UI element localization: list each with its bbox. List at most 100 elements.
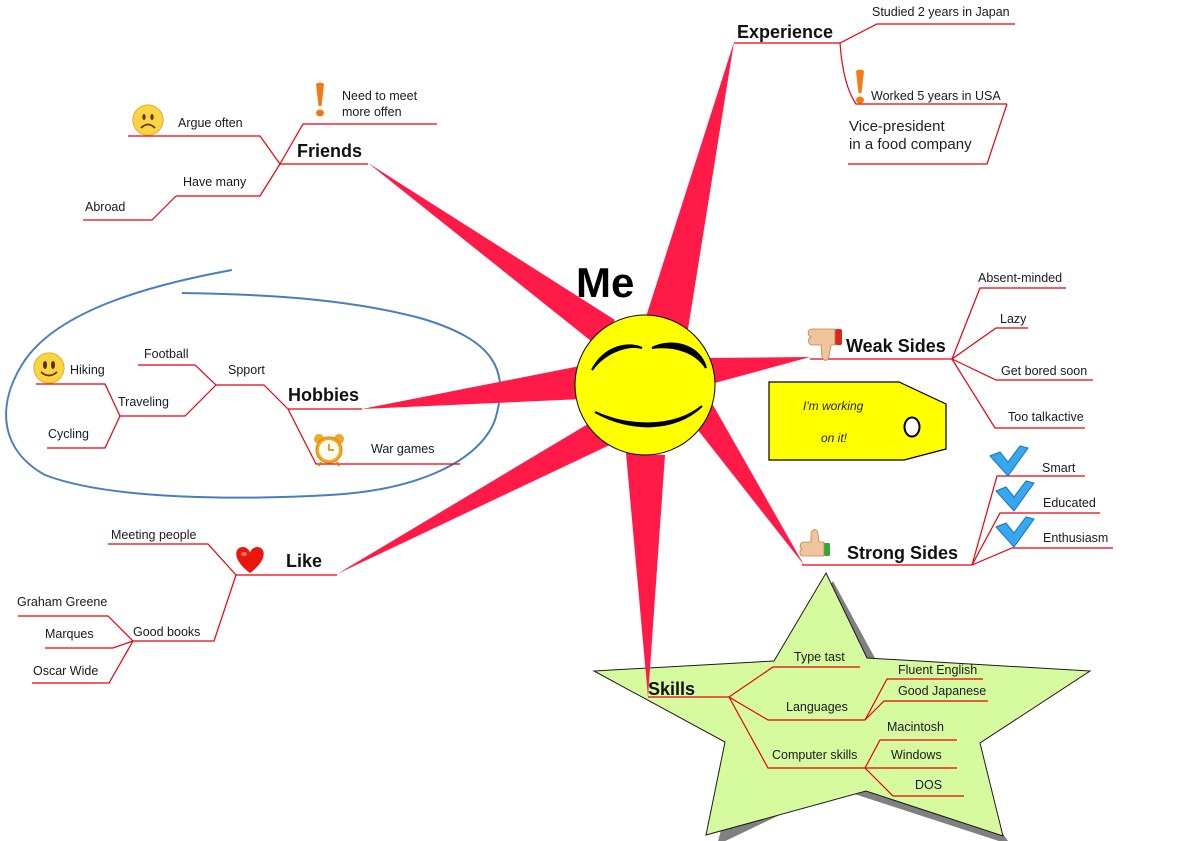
topic-friends[interactable]: Friends bbox=[297, 141, 363, 161]
node-traveling[interactable]: Traveling bbox=[118, 395, 169, 409]
spoke-friends bbox=[368, 163, 615, 345]
node-football[interactable]: Football bbox=[144, 347, 189, 361]
spokes bbox=[337, 42, 810, 697]
connector-cycling bbox=[47, 415, 121, 449]
node-marques[interactable]: Marques bbox=[45, 627, 94, 641]
node-hiking[interactable]: Hiking bbox=[70, 363, 105, 377]
topic-skills[interactable]: Skills bbox=[648, 679, 696, 699]
node-studied-japan[interactable]: Studied 2 years in Japan bbox=[872, 5, 1010, 19]
node-oscar-wide[interactable]: Oscar Wide bbox=[33, 664, 99, 678]
node-macintosh[interactable]: Macintosh bbox=[887, 720, 944, 734]
spoke-weak-sides bbox=[706, 357, 810, 384]
connector-get-bored bbox=[951, 358, 1093, 381]
alarm-clock-icon bbox=[314, 434, 344, 467]
thumbs-down-icon bbox=[807, 328, 842, 361]
connector-macintosh bbox=[864, 739, 957, 769]
connector-football bbox=[138, 364, 217, 386]
tag-note-line1: I'm working bbox=[803, 399, 864, 413]
tag-note bbox=[768, 381, 947, 461]
connector-good-books bbox=[133, 574, 237, 642]
happy-face-icon bbox=[33, 352, 65, 384]
node-need-to-meet[interactable]: Need to meet more offen bbox=[342, 89, 418, 119]
node-fluent-english[interactable]: Fluent English bbox=[898, 663, 978, 677]
connector-graham-greene bbox=[18, 615, 134, 642]
tag-hole bbox=[903, 416, 921, 438]
topic-strong-sides[interactable]: Strong Sides bbox=[847, 543, 959, 563]
connector-war-games bbox=[287, 408, 460, 465]
connector-studied-japan bbox=[839, 23, 1015, 44]
node-vice-president[interactable]: Vice-president in a food company bbox=[849, 118, 972, 153]
topic-like[interactable]: Like bbox=[286, 551, 323, 571]
connector-good-japanese bbox=[864, 700, 988, 721]
connector-languages bbox=[728, 696, 865, 721]
connector-hiking bbox=[36, 383, 121, 417]
node-spport[interactable]: Spport bbox=[228, 363, 265, 377]
connector-fluent-english bbox=[864, 678, 983, 721]
exclamation-icon bbox=[316, 82, 324, 117]
node-get-bored-soon[interactable]: Get bored soon bbox=[1001, 364, 1088, 378]
node-abroad[interactable]: Abroad bbox=[85, 200, 126, 214]
connector-vice-president bbox=[848, 103, 1008, 165]
checkmark-icon bbox=[995, 516, 1035, 548]
node-smart[interactable]: Smart bbox=[1042, 461, 1076, 475]
connector-educated bbox=[971, 512, 1100, 566]
node-meeting-people[interactable]: Meeting people bbox=[111, 528, 197, 542]
topic-weak-sides[interactable]: Weak Sides bbox=[846, 336, 946, 356]
node-computer-skills[interactable]: Computer skills bbox=[772, 748, 858, 762]
spoke-skills bbox=[626, 453, 665, 697]
node-good-books[interactable]: Good books bbox=[133, 625, 201, 639]
exclamation-icon bbox=[856, 69, 864, 104]
connector-have-many bbox=[176, 163, 281, 197]
skills-star-boundary bbox=[592, 571, 1092, 841]
star-shape bbox=[592, 571, 1092, 837]
connector-lazy bbox=[951, 327, 1028, 360]
connector-spport bbox=[216, 384, 289, 410]
node-have-many[interactable]: Have many bbox=[183, 175, 247, 189]
connector-need-meet bbox=[279, 123, 437, 165]
node-enthusiasm[interactable]: Enthusiasm bbox=[1043, 531, 1109, 545]
spoke-strong-sides bbox=[690, 405, 804, 565]
connector-worked-usa bbox=[839, 42, 1007, 105]
node-war-games[interactable]: War games bbox=[371, 442, 435, 456]
connector-too-talkactive bbox=[951, 358, 1085, 429]
node-too-talkactive[interactable]: Too talkactive bbox=[1008, 410, 1084, 424]
tag-note-line2: on it! bbox=[821, 431, 848, 445]
connector-smart bbox=[971, 475, 1085, 566]
node-windows[interactable]: Windows bbox=[891, 748, 942, 762]
node-lazy[interactable]: Lazy bbox=[1000, 312, 1027, 326]
connector-dos bbox=[864, 767, 964, 797]
connector-traveling bbox=[120, 384, 217, 417]
connector-absent-minded bbox=[951, 287, 1066, 360]
topic-experience[interactable]: Experience bbox=[737, 22, 834, 42]
spoke-like bbox=[337, 418, 614, 574]
node-educated[interactable]: Educated bbox=[1043, 496, 1096, 510]
hobbies-boundary bbox=[5, 269, 502, 499]
node-worked-usa[interactable]: Worked 5 years in USA bbox=[871, 89, 1001, 103]
sad-face-icon bbox=[132, 104, 164, 136]
node-type-tast[interactable]: Type tast bbox=[794, 650, 845, 664]
checkmark-icon bbox=[995, 480, 1035, 512]
connector-meeting-people bbox=[108, 543, 237, 576]
connector-argue-often bbox=[128, 135, 281, 165]
connector-computer-skills bbox=[728, 696, 865, 769]
connector-abroad bbox=[83, 195, 177, 221]
checkmark-icon bbox=[989, 445, 1029, 477]
node-absent-minded[interactable]: Absent-minded bbox=[978, 271, 1063, 285]
node-graham-greene[interactable]: Graham Greene bbox=[17, 595, 108, 609]
connector-enthusiasm bbox=[971, 547, 1113, 566]
central-smiley-face bbox=[574, 314, 716, 456]
connector-oscar-wide bbox=[32, 640, 134, 684]
node-languages[interactable]: Languages bbox=[786, 700, 848, 714]
central-topic-label[interactable]: Me bbox=[576, 259, 635, 306]
thumbs-up-icon bbox=[799, 529, 830, 557]
topic-hobbies[interactable]: Hobbies bbox=[288, 385, 360, 405]
node-argue-often[interactable]: Argue often bbox=[178, 116, 243, 130]
connector-marques bbox=[45, 640, 134, 649]
heart-icon bbox=[236, 547, 264, 573]
node-dos[interactable]: DOS bbox=[915, 778, 943, 792]
spoke-hobbies bbox=[362, 366, 583, 409]
node-cycling[interactable]: Cycling bbox=[48, 427, 89, 441]
node-good-japanese[interactable]: Good Japanese bbox=[898, 684, 987, 698]
connector-type-tast bbox=[728, 666, 860, 698]
